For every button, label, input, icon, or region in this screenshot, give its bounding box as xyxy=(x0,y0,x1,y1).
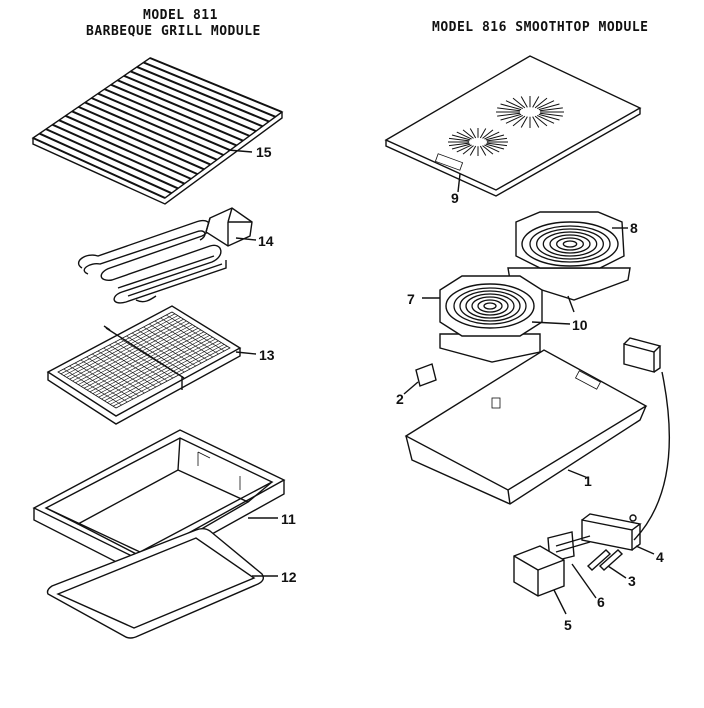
part-1-base-box xyxy=(404,349,648,505)
part-11-pan-housing xyxy=(32,429,286,575)
right-module-title: MODEL 816 SMOOTHTOP MODULE xyxy=(432,20,649,35)
callout-14: 14 xyxy=(258,233,274,249)
callout-4: 4 xyxy=(656,549,664,565)
callout-2: 2 xyxy=(396,391,404,407)
callout-6: 6 xyxy=(597,594,605,610)
part-2-clip xyxy=(403,363,437,395)
callout-13: 13 xyxy=(259,347,275,363)
callout-5: 5 xyxy=(564,617,572,633)
part-3-pins xyxy=(586,549,627,579)
part-7-burner-element xyxy=(422,275,571,363)
part-13-grill-mesh-tray xyxy=(46,305,257,425)
callout-7: 7 xyxy=(407,291,415,307)
callout-1: 1 xyxy=(584,473,592,489)
callout-10: 10 xyxy=(572,317,588,333)
left-model-title: MODEL 811 xyxy=(143,8,218,23)
part-5-terminal-holder xyxy=(513,545,567,615)
callout-11: 11 xyxy=(281,511,296,527)
callout-3: 3 xyxy=(628,573,636,589)
callout-15: 15 xyxy=(256,144,272,160)
left-module-name: BARBEQUE GRILL MODULE xyxy=(86,24,261,39)
part-8-burner-element xyxy=(507,211,631,313)
part-9-glass-cooktop xyxy=(384,55,642,197)
callout-12: 12 xyxy=(281,569,297,585)
part-4-switch-block xyxy=(581,337,671,555)
part-12-drip-pan xyxy=(46,528,278,639)
callout-8: 8 xyxy=(630,220,638,236)
callout-9: 9 xyxy=(451,190,459,206)
part-15-grill-grate xyxy=(31,57,284,205)
part-14-heating-element xyxy=(77,207,257,304)
